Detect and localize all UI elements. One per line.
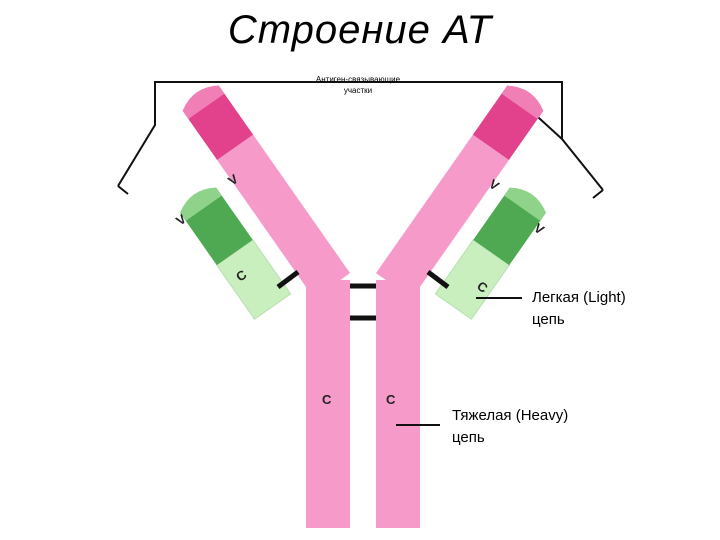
heavy-chain-label-line2: цепь [452,429,485,446]
light-chain-label-line2: цепь [532,311,565,328]
antigen-site-label-line1: Антиген-связывающие [316,75,401,84]
light-chain-label-line1: Легкая (Light) [532,289,626,306]
antigen-site-bracket [117,81,604,199]
light-chain-left [180,187,292,320]
segment-label-c: C [322,392,332,407]
heavy-chain-right-stem [376,280,420,528]
heavy-chain-left-stem [306,280,350,528]
diagram-title: Строение АТ [227,8,493,52]
disulfide-bond-left-light [276,270,300,289]
heavy-chain-right-arm [375,85,544,299]
heavy-chain-label-line1: Тяжелая (Heavy) [452,407,568,424]
disulfide-bond-right-light [426,270,450,289]
heavy-chain-left-arm [182,85,351,299]
light-chain-right [434,187,546,320]
light-chain-right-constant [434,239,510,320]
segment-label-c: C [386,392,396,407]
antigen-site-label-line2: участки [344,86,372,95]
